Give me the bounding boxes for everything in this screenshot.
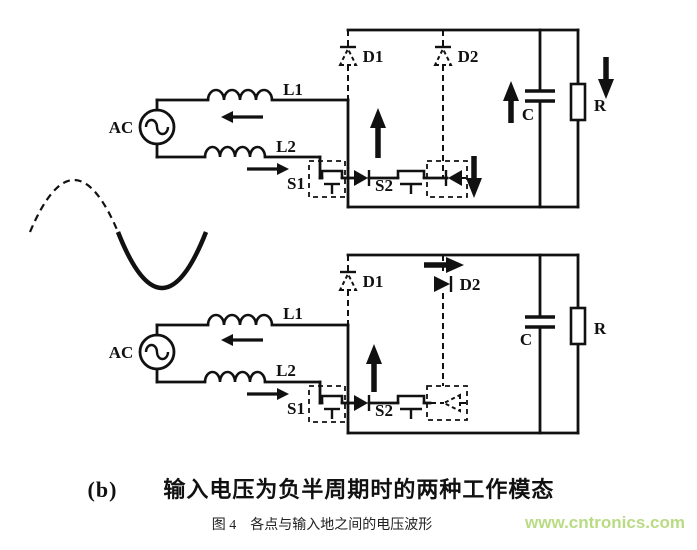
resistor-r: R [569,306,607,346]
current-arrow-up-leg [370,108,386,158]
diode-d2-label: D2 [460,275,481,294]
inductor-l1: L1 [155,304,350,327]
capacitor-c: C [520,253,555,435]
diode-d1: D1 [338,255,384,325]
body-diode-conducting [354,395,371,411]
mosfet-s2-label: S2 [375,401,393,420]
capacitor-c-label: C [522,105,534,124]
resistor-r: R [569,82,607,122]
figure-caption: 图 4 各点与输入地之间的电压波形 [211,518,433,533]
dashed-box-s1 [308,160,346,198]
bottom-circuit-mode2: C R D1 D2 [109,253,607,435]
mosfet-s2-label: S2 [375,176,393,195]
inductor-l1: L1 [155,80,350,102]
sine-positive-half-dashed [28,178,120,233]
capacitor-c: C [522,28,555,209]
diode-d1-label: D1 [363,272,384,291]
inductor-l2: L2 [155,361,322,384]
wire-switch-row [318,98,466,209]
mosfet-s1: S1 [287,160,346,198]
inductor-l2-label: L2 [276,361,296,380]
diode-d2: D2 [433,30,479,178]
inductor-l1-label: L1 [283,80,303,99]
ac-source: AC [109,98,176,159]
current-arrow-up-leg [366,344,382,392]
body-diode-conducting [354,170,371,186]
input-sine-wave [28,178,209,291]
mosfet-s2: S2 [375,169,426,195]
caption-mode-b: (b) 输入电压为负半周期时的两种工作模态 [87,477,555,502]
sine-symbol [144,343,170,361]
mosfet-s1-label: S1 [287,399,305,418]
current-arrow-left-l1 [221,334,263,346]
sine-symbol [144,118,170,136]
watermark-text: www.cntronics.com [525,513,685,532]
dashed-box-s2 [426,385,468,421]
resistor-r-label: R [594,96,607,115]
current-arrow-down-leg [466,156,482,198]
wire-switch-row [318,323,466,435]
sine-negative-half-solid [115,231,209,291]
inductor-l1-label: L1 [283,304,303,323]
diode-d2-conducting: D2 [434,255,480,386]
ac-source-label: AC [109,343,134,362]
current-arrow-down-load [598,57,614,99]
current-arrow-left-l1 [221,111,263,123]
inductor-l2: L2 [155,137,322,159]
diode-d1: D1 [338,30,384,100]
diode-d1-label: D1 [363,47,384,66]
alternate-path-box [426,385,468,421]
current-arrow-right-l2 [247,388,289,400]
top-circuit-mode1: C R D1 D2 [109,28,614,209]
capacitor-c-label: C [520,330,532,349]
mosfet-s2: S2 [375,394,426,420]
ac-source: AC [109,323,176,384]
current-arrow-up-capacitor [503,81,519,123]
resistor-r-label: R [594,319,607,338]
mosfet-s1: S1 [287,385,346,423]
diode-d2-label: D2 [458,47,479,66]
dashed-box-s1 [308,385,346,423]
inductor-l2-label: L2 [276,137,296,156]
current-arrow-right-d2 [424,257,464,273]
current-arrow-right-l2 [247,163,289,175]
ac-source-label: AC [109,118,134,137]
mosfet-s1-label: S1 [287,174,305,193]
